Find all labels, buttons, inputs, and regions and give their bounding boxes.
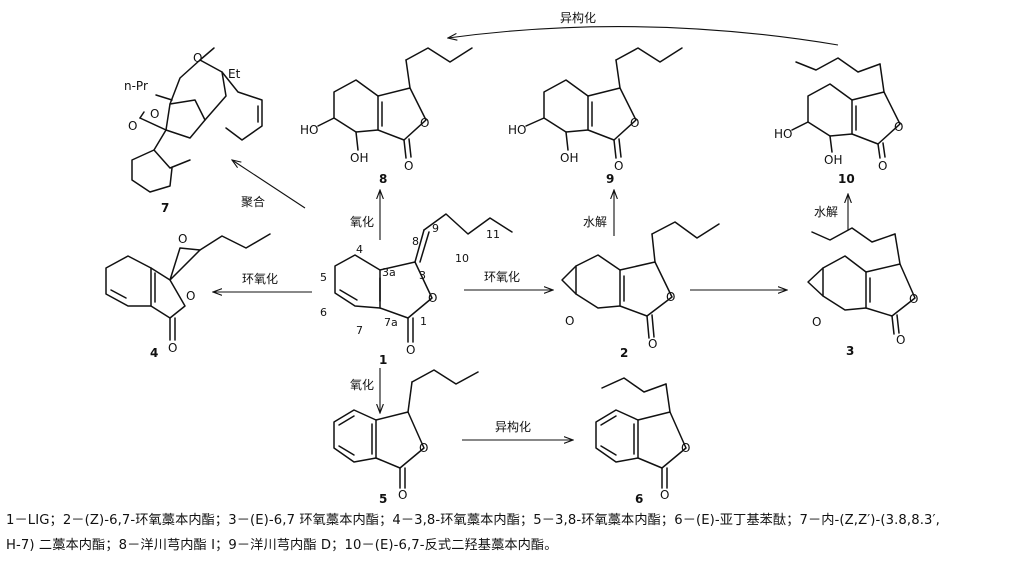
c6-ring-oxygen: O	[681, 441, 690, 455]
svg-text:氧化: 氧化	[350, 378, 374, 392]
compound-2-number: 2	[620, 346, 628, 360]
svg-text:聚合: 聚合	[241, 194, 265, 209]
c3-epoxide-oxygen: O	[812, 315, 821, 329]
arrow-oxidize-up: 氧化	[350, 190, 380, 240]
compound-4-number: 4	[150, 346, 158, 360]
c10-hydroxyl-6: HO	[774, 127, 792, 141]
compound-1: O O 1 3 3a 4 5 6 7 7a 8 9 10 11 1	[320, 213, 513, 367]
arrow-isomerize-top: 异构化	[448, 10, 839, 46]
c7-carbonyl-oxygen: O	[128, 119, 137, 133]
c4-carbonyl-oxygen: O	[168, 341, 177, 355]
c1-pos-8: 8	[412, 235, 419, 248]
compound-10-number: 10	[838, 172, 855, 186]
c8-hydroxyl-6: HO	[300, 123, 318, 137]
c1-pos-3: 3	[419, 269, 426, 282]
c1-pos-3a: 3a	[382, 266, 396, 279]
compound-6-number: 6	[635, 492, 643, 505]
arrow-polymerize: 聚合	[232, 160, 306, 209]
c3-ring-oxygen: O	[909, 292, 918, 306]
compound-9-number: 9	[606, 172, 614, 186]
c4-ring-oxygen: O	[186, 289, 195, 303]
compound-5-number: 5	[379, 492, 387, 505]
c3-carbonyl-oxygen: O	[896, 333, 905, 347]
arrow-isomerize-bottom: 异构化	[462, 419, 573, 440]
c1-pos-5: 5	[320, 271, 327, 284]
arrow-epoxidize-left: 环氧化	[213, 272, 312, 292]
c1-pos-10: 10	[455, 252, 469, 265]
c6-carbonyl-oxygen: O	[660, 488, 669, 502]
compound-5: O O 5	[333, 369, 479, 505]
c1-carbonyl-oxygen: O	[406, 343, 415, 357]
c8-ring-oxygen: O	[420, 116, 429, 130]
reaction-scheme: O O 1 3 3a 4 5 6 7 7a 8 9 10 11 1 O O O …	[105, 10, 918, 505]
caption-line-1: 1－LIG；2－(Z)-6,7-环氧藁本内酯；3－(E)-6,7 环氧藁本内酯；…	[6, 513, 940, 528]
svg-text:异构化: 异构化	[560, 10, 596, 25]
c9-carbonyl-oxygen: O	[614, 159, 623, 173]
compound-3: O O O 3	[807, 227, 918, 358]
c7-ethyl-label: Et	[228, 67, 241, 81]
svg-text:氧化: 氧化	[350, 215, 374, 229]
svg-text:环氧化: 环氧化	[242, 272, 278, 286]
c1-pos-9: 9	[432, 222, 439, 235]
c1-ring-oxygen: O	[428, 291, 437, 305]
c9-hydroxyl-7: OH	[560, 151, 578, 165]
compound-4: O O O 4	[105, 232, 271, 360]
c5-ring-oxygen: O	[419, 441, 428, 455]
c10-hydroxyl-7: OH	[824, 153, 842, 167]
c1-pos-11: 11	[486, 228, 500, 241]
c2-carbonyl-oxygen: O	[648, 337, 657, 351]
c1-pos-7: 7	[356, 324, 363, 337]
c1-pos-4: 4	[356, 243, 363, 256]
c7-npropyl-label: n-Pr	[124, 79, 148, 93]
compound-3-number: 3	[846, 344, 854, 358]
compound-8: O O HO OH 8	[300, 47, 473, 186]
svg-text:水解: 水解	[814, 205, 838, 219]
compound-2: O O O 2	[561, 221, 720, 360]
c1-pos-7a: 7a	[384, 316, 398, 329]
compound-7-number: 7	[161, 201, 169, 215]
svg-text:水解: 水解	[583, 215, 607, 229]
c8-carbonyl-oxygen: O	[404, 159, 413, 173]
arrow-oxidize-down: 氧化	[350, 368, 380, 413]
compound-7: O O O n-Pr Et 7	[124, 47, 263, 215]
c10-carbonyl-oxygen: O	[878, 159, 887, 173]
svg-text:异构化: 异构化	[495, 419, 531, 434]
compound-9: O O HO OH 9	[508, 47, 683, 186]
c9-ring-oxygen: O	[630, 116, 639, 130]
c8-hydroxyl-7: OH	[350, 151, 368, 165]
c2-epoxide-oxygen: O	[565, 314, 574, 328]
c5-carbonyl-oxygen: O	[398, 488, 407, 502]
compound-1-number: 1	[379, 353, 387, 367]
compound-8-number: 8	[379, 172, 387, 186]
arrow-epoxidize-right: 环氧化	[464, 270, 553, 290]
compound-10: O O HO OH 10	[774, 57, 903, 186]
c4-epoxide-oxygen: O	[178, 232, 187, 246]
compound-6: O O 6	[595, 377, 690, 505]
c1-pos-6: 6	[320, 306, 327, 319]
c7-oxygen-top: O	[193, 51, 202, 65]
c1-pos-1: 1	[420, 315, 427, 328]
svg-text:环氧化: 环氧化	[484, 270, 520, 284]
c2-ring-oxygen: O	[666, 290, 675, 304]
caption-line-2: H-7) 二藁本内酯；8－洋川芎内酯 I；9－洋川芎内酯 D；10－(E)-6,…	[6, 538, 558, 553]
c7-ring-oxygen: O	[150, 107, 159, 121]
arrow-hydrolyze-9: 水解	[583, 190, 614, 236]
arrow-hydrolyze-10: 水解	[814, 194, 848, 230]
c10-ring-oxygen: O	[894, 120, 903, 134]
figure-caption: 1－LIG；2－(Z)-6,7-环氧藁本内酯；3－(E)-6,7 环氧藁本内酯；…	[6, 508, 1020, 558]
c9-hydroxyl-6: HO	[508, 123, 526, 137]
